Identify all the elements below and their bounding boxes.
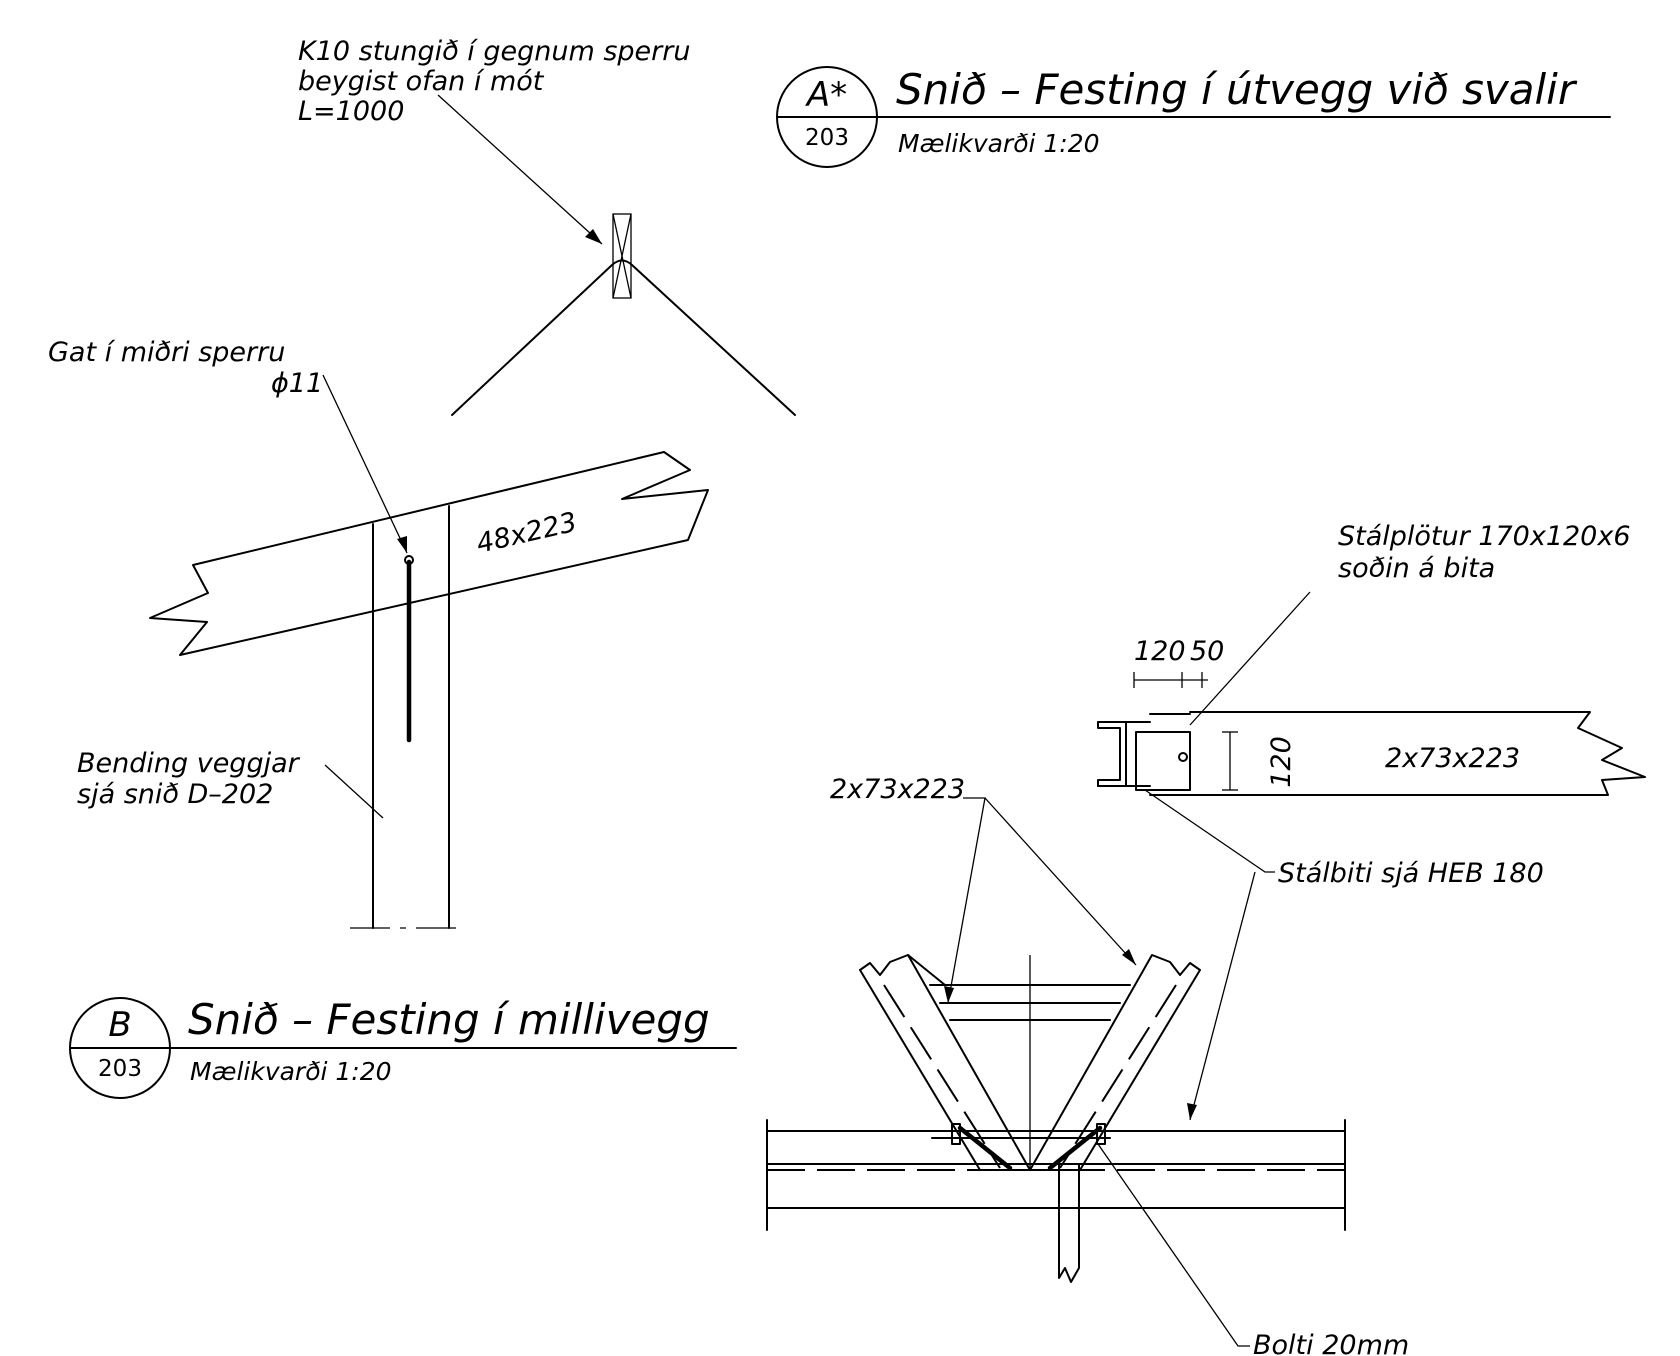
section-a-bubble-sheet: 203	[805, 125, 849, 151]
section-a-title-block: A* 203 Snið – Festing í útvegg við svali…	[776, 65, 1611, 168]
rafter-pair-right-arrowhead	[1122, 949, 1136, 965]
section-b-bubble-sheet: 203	[98, 1056, 142, 1082]
section-b-bubble-letter: B	[108, 1005, 131, 1045]
section-a-bubble-letter: A*	[805, 75, 847, 115]
steel-plate-note-line2: soðin á bita	[1338, 553, 1495, 584]
k10-leader-arrowhead	[585, 229, 602, 244]
rafter-size-label: 48x223	[474, 507, 580, 560]
wall-bending-note-line2: sjá snið D–202	[77, 779, 273, 810]
hole-leader-arrowhead	[397, 536, 407, 553]
k10-note-line3: L=1000	[298, 96, 404, 127]
k10-rebar-detail: K10 stungið í gegnum sperru beygist ofan…	[298, 36, 796, 416]
wall-bending-note-line1: Bending veggjar	[77, 748, 301, 779]
dim-50-label: 50	[1190, 636, 1224, 667]
k10-note-line2: beygist ofan í mót	[298, 66, 545, 97]
steel-beam-connection-plan: 120 50 120 2x73x223 Stálplötur 170x120x6…	[1097, 521, 1646, 889]
steel-beam-label: Stálbiti sjá HEB 180	[1278, 858, 1544, 889]
steel-plate-note-line1: Stálplötur 170x120x6	[1338, 521, 1631, 552]
dim-120-vertical-label: 120	[1266, 736, 1297, 788]
beam-size-label: 2x73x223	[1385, 743, 1520, 774]
steel-beam-leader-arrowhead	[1187, 1103, 1197, 1120]
bolt-label: Bolti 20mm	[1253, 1330, 1409, 1356]
section-a-title: Snið – Festing í útvegg við svalir	[896, 65, 1578, 114]
section-b-scale: Mælikvarði 1:20	[190, 1057, 392, 1086]
hole-note-line1: Gat í miðri sperru	[48, 337, 285, 368]
section-a-scale: Mælikvarði 1:20	[898, 129, 1100, 158]
k10-note-line1: K10 stungið í gegnum sperru	[298, 36, 690, 67]
rafter-on-wall-detail: Gat í miðri sperru ϕ11 48x223 Bending ve…	[48, 337, 709, 929]
section-b-title: Snið – Festing í millivegg	[188, 995, 710, 1044]
dim-120-label: 120	[1134, 636, 1186, 667]
hole-note-line2: ϕ11	[271, 368, 323, 399]
section-b-title-block: B 203 Snið – Festing í millivegg Mælikva…	[69, 995, 737, 1099]
v-rafter-connection-elevation: 2x73x223 Bolti 20mm	[766, 774, 1409, 1356]
rafter-pair-size-label: 2x73x223	[830, 774, 965, 805]
rafter-pair-left-arrowhead	[944, 986, 954, 1003]
